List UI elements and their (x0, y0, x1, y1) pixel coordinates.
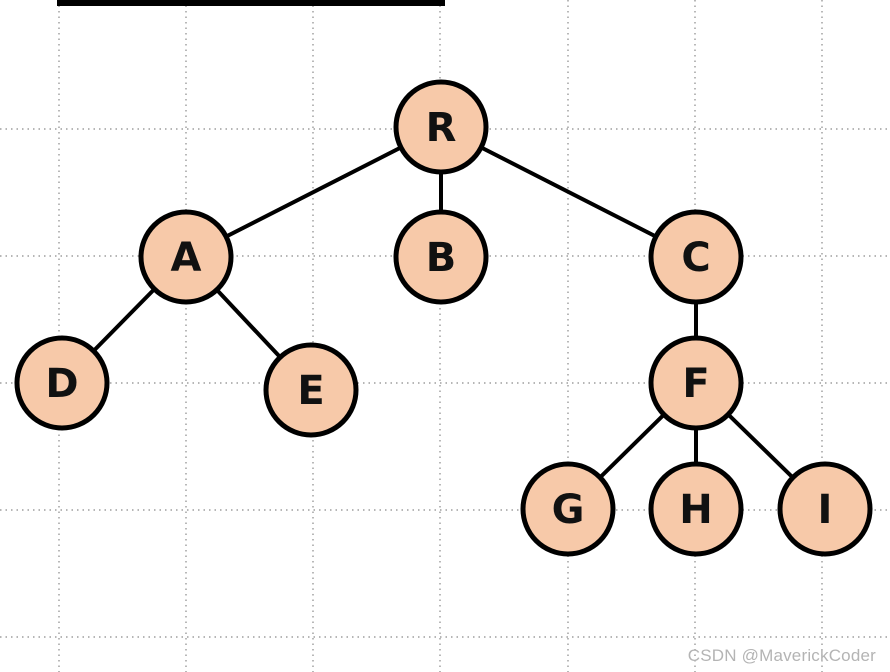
node-label: E (297, 368, 324, 414)
node-circle (14, 335, 110, 431)
tree-node-e: E (263, 342, 359, 438)
node-circle (520, 461, 616, 557)
tree-nodes: R A B C D E F G H I (14, 79, 873, 557)
tree-node-h: H (648, 461, 744, 557)
tree-node-d: D (14, 335, 110, 431)
node-circle (648, 335, 744, 431)
edge-r-c (440, 125, 697, 259)
tree-node-c: C (648, 209, 744, 305)
tree-node-b: B (393, 209, 489, 305)
edge-r-a (185, 125, 442, 259)
node-label: I (818, 487, 833, 533)
node-label: A (171, 235, 202, 281)
node-label: C (681, 235, 710, 281)
tree-node-f: F (648, 335, 744, 431)
node-label: R (426, 105, 457, 151)
node-label: D (45, 361, 78, 407)
tree-edges (60, 125, 827, 511)
node-label: B (426, 235, 457, 281)
tree-node-r: R (393, 79, 489, 175)
node-circle (393, 209, 489, 305)
node-label: F (682, 361, 709, 407)
top-bar (57, 0, 445, 6)
node-circle (393, 79, 489, 175)
node-circle (777, 461, 873, 557)
node-circle (648, 209, 744, 305)
watermark-text: CSDN @MaverickCoder (687, 646, 876, 665)
node-label: G (552, 487, 585, 533)
node-label: H (679, 487, 712, 533)
tree-node-i: I (777, 461, 873, 557)
tree-node-a: A (138, 209, 234, 305)
tree-node-g: G (520, 461, 616, 557)
node-circle (138, 209, 234, 305)
node-circle (263, 342, 359, 438)
node-circle (648, 461, 744, 557)
